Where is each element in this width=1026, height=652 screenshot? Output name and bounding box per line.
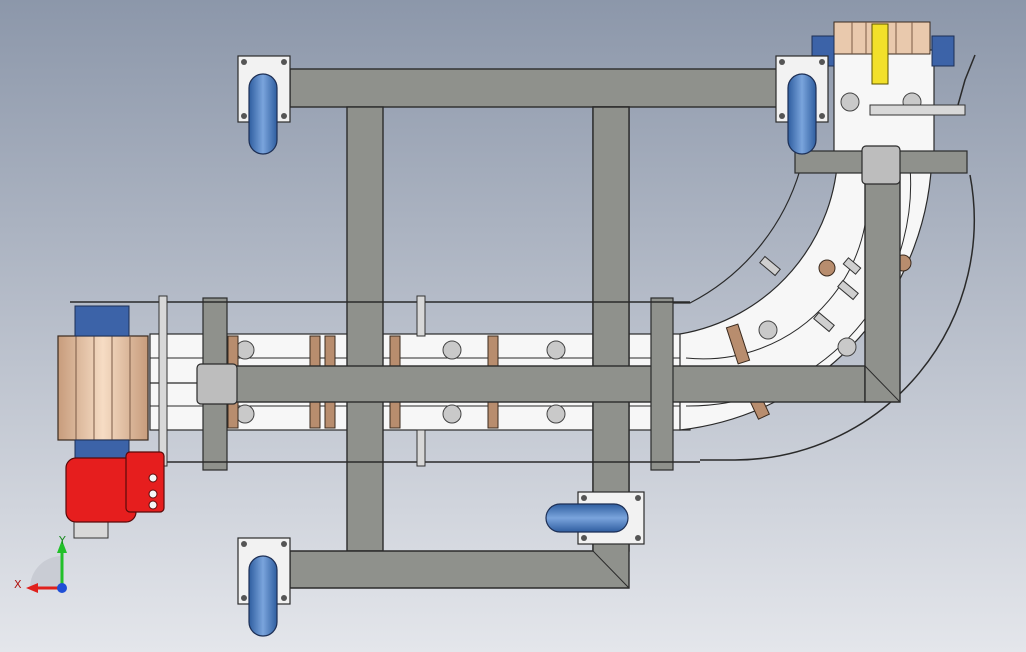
right-upright-tube [864,164,901,403]
gear-motor-icon[interactable] [65,451,165,539]
idler-sprocket-icon [871,23,889,85]
x-axis-label: X [14,578,22,591]
curve-fasteners [759,255,862,333]
top-frame-tube [289,68,781,108]
caster-wheel-icon [787,73,817,155]
caster-top-right[interactable] [775,55,829,155]
caster-bottom-left[interactable] [237,537,291,637]
guide-rail-end [957,54,976,106]
motor-shaft-cap [73,519,109,539]
gearbox-housing [125,451,165,513]
gearbox-bolts [148,473,158,510]
left-vertical-tube [346,106,384,552]
caster-wheel-icon [248,555,278,637]
caster-bottom-right[interactable] [545,491,645,545]
bearing-right [931,35,955,67]
miter-line [864,365,901,403]
y-axis-label: Y [58,534,66,547]
x-axis-arrowhead [26,583,38,593]
outer-guide-rail [700,174,975,461]
z-axis-dot [57,583,67,593]
middle-frame-tube [214,365,866,403]
junction-block [861,145,901,185]
roller-segments [851,22,913,54]
caster-wheel-icon [545,503,629,533]
caster-wheel-icon [248,73,278,155]
coordinate-triad-icon: Y X [14,534,67,593]
y-axis-arrowhead [57,540,67,553]
caster-top-left[interactable] [237,55,291,155]
inner-guide-rail [670,169,801,304]
miter-line [592,550,630,589]
bearing-top [74,305,130,337]
take-up-rod [869,104,966,116]
triad-plane [30,556,62,588]
roller-segments [75,336,131,440]
drive-roller-icon[interactable] [57,305,149,463]
drive-roller-body [57,335,149,441]
right-upright-bracket [650,297,674,471]
bed-holes [235,92,922,424]
junction-block [196,363,238,405]
